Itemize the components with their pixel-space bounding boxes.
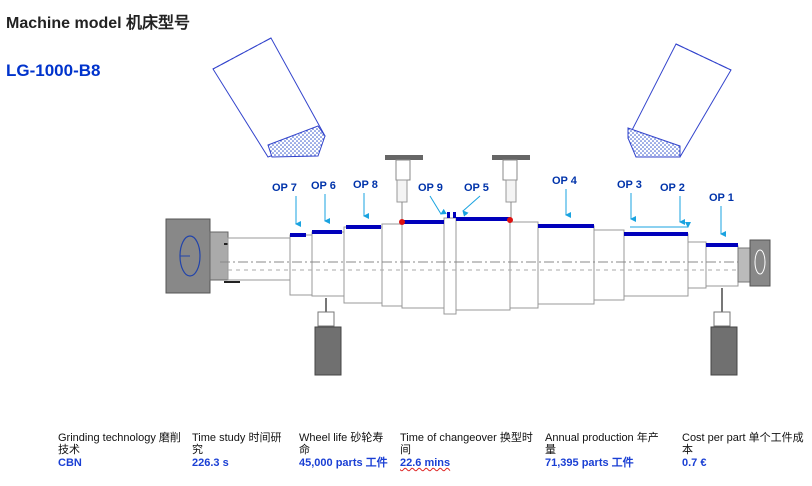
stat-value: 45,000 parts 工件	[299, 457, 388, 469]
op-label: OP 4	[552, 175, 578, 187]
headstock	[165, 218, 240, 294]
op-label: OP 9	[418, 182, 443, 194]
stat-label: Annual production 年产量	[545, 432, 659, 456]
stat-value: 226.3 s	[192, 457, 229, 469]
stat-label: Grinding technology 磨削技术	[58, 432, 181, 456]
contact-point	[399, 219, 405, 225]
steady-rest-right	[710, 288, 738, 376]
stat-label: Cost per part 单个工件成本	[682, 432, 804, 456]
stat-annual-production: Annual production 年产量 71,395 parts 工件	[545, 432, 669, 469]
stat-value: 71,395 parts 工件	[545, 457, 634, 469]
stat-value: 22.6 mins	[400, 457, 451, 469]
op-label: OP 3	[617, 179, 642, 191]
right-grinding-wheel	[627, 43, 732, 158]
op-label: OP 6	[311, 180, 336, 192]
stat-label: Time of changeover 换型时间	[400, 432, 533, 456]
stat-cost-per-part: Cost per part 单个工件成本 0.7 €	[682, 432, 806, 469]
stat-value: CBN	[58, 457, 82, 469]
stat-changeover-time: Time of changeover 换型时间 22.6 mins	[400, 432, 538, 469]
op-label: OP 7	[272, 182, 297, 194]
stat-label: Wheel life 砂轮寿命	[299, 432, 384, 456]
left-grinding-wheel	[212, 37, 326, 158]
machine-model-title: Machine model 机床型号	[6, 15, 191, 32]
gauge-probe-left	[385, 155, 423, 222]
stat-time-study: Time study 时间研究 226.3 s	[192, 432, 290, 469]
ground-surfaces	[290, 217, 738, 247]
stat-value: 0.7 €	[682, 457, 707, 469]
steady-rest-left	[314, 298, 342, 376]
contact-point	[507, 217, 513, 223]
stat-label: Time study 时间研究	[192, 432, 282, 456]
op-label: OP 1	[709, 192, 734, 204]
gauge-probe-right	[492, 155, 530, 222]
tailstock	[737, 239, 771, 287]
workpiece-shaft	[227, 217, 739, 315]
stat-grinding-technology: Grinding technology 磨削技术 CBN	[58, 432, 186, 469]
op-label: OP 8	[353, 179, 378, 191]
op-label: OP 2	[660, 182, 685, 194]
machine-model-id: LG-1000-B8	[6, 61, 101, 80]
op-arrows	[295, 189, 726, 237]
op-label: OP 5	[464, 182, 489, 194]
stat-wheel-life: Wheel life 砂轮寿命 45,000 parts 工件	[299, 432, 391, 469]
